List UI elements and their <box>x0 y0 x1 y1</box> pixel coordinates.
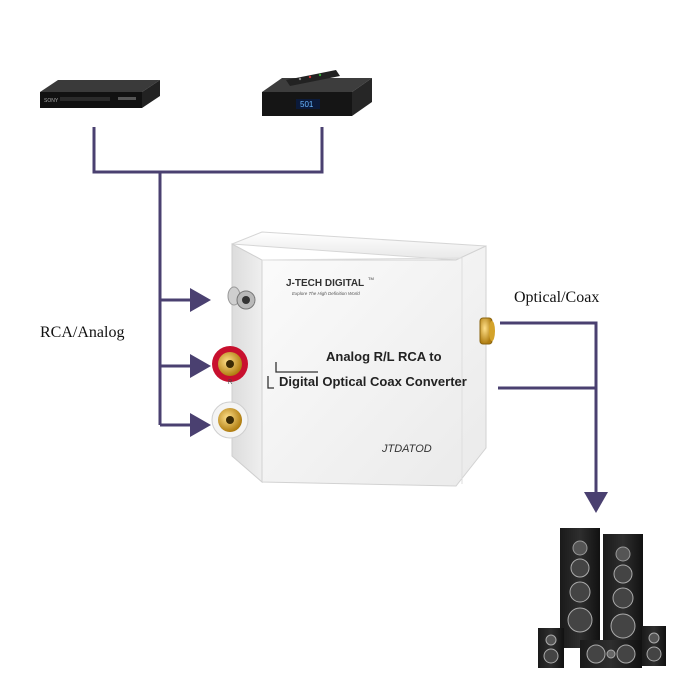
model-number: JTDATOD <box>381 443 432 455</box>
rca-analog-label: RCA/Analog <box>40 324 125 341</box>
speaker-satellite-right <box>642 626 666 666</box>
speaker-center <box>580 640 642 668</box>
bluray-player: SONY <box>40 80 160 108</box>
port-letter: R <box>228 380 233 386</box>
aux-jack <box>227 286 256 310</box>
output-line-optical <box>500 321 608 513</box>
satellite-receiver: 501 <box>262 70 372 116</box>
speaker-satellite-left <box>538 628 564 668</box>
remote-control-icon <box>286 70 340 86</box>
coax-output-port <box>479 317 495 345</box>
converter-box: R J-TECH DIGITAL TM Explore The High Def… <box>211 231 495 487</box>
title-line2: Digital Optical Coax Converter <box>279 374 467 389</box>
connector-lines <box>92 127 608 513</box>
speaker-tower-right <box>603 534 643 654</box>
brand-logo: J-TECH DIGITAL TM Explore The High Defin… <box>286 276 374 296</box>
brand-tagline: Explore The High Definition World <box>292 291 360 296</box>
rca-white-port <box>211 401 249 439</box>
rca-red-port <box>212 346 248 382</box>
receiver-display: 501 <box>300 100 314 109</box>
speaker-tower-left <box>560 528 600 648</box>
brand-tm: TM <box>368 276 374 281</box>
brand-name: J-TECH DIGITAL <box>286 278 364 289</box>
title-line1: Analog R/L RCA to <box>326 349 442 364</box>
player-brand: SONY <box>44 98 59 104</box>
speaker-system <box>538 528 666 668</box>
player-line <box>92 127 324 174</box>
optical-coax-label: Optical/Coax <box>514 289 600 306</box>
